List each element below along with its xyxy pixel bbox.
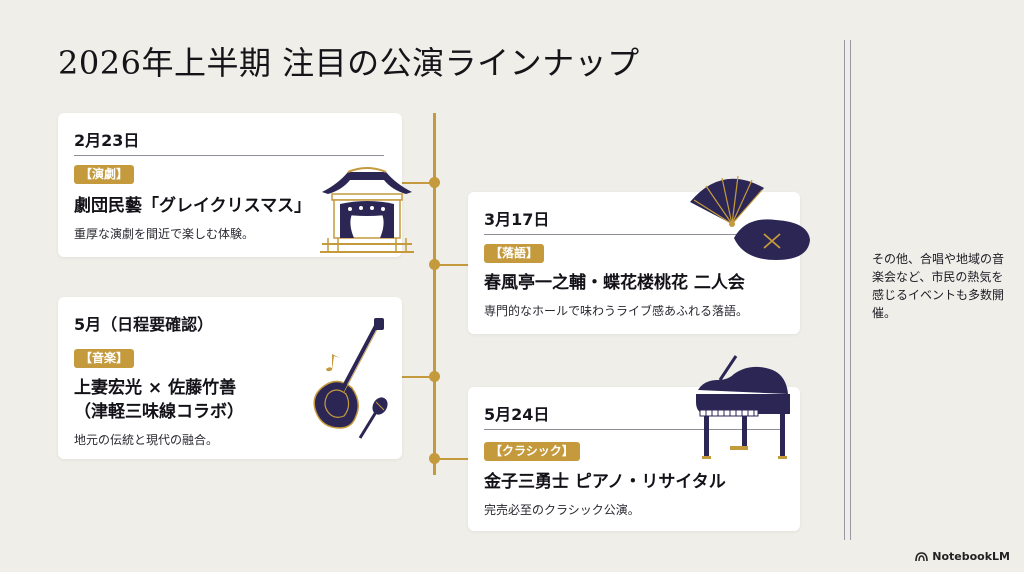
event-tag: 【クラシック】	[484, 442, 580, 461]
event-name-line-1: 上妻宏光 × 佐藤竹善	[74, 378, 237, 398]
notebooklm-logo-icon	[915, 552, 929, 562]
timeline-connector	[402, 182, 435, 184]
timeline-dot	[429, 453, 440, 464]
event-date: 5月（日程要確認）	[74, 315, 214, 334]
fan-cushion-icon	[690, 175, 810, 260]
timeline-spine	[433, 113, 436, 475]
event-tag: 【落語】	[484, 244, 545, 263]
event-date: 2月23日	[74, 131, 140, 150]
event-name: 春風亭一之輔・蝶花楼桃花 二人会	[484, 273, 745, 293]
date-rule	[484, 429, 784, 430]
brand-label: NotebookLM	[932, 550, 1010, 563]
timeline-dot	[429, 371, 440, 382]
event-name: 劇団民藝「グレイクリスマス」	[74, 196, 312, 216]
grand-piano-icon	[696, 355, 790, 459]
date-rule	[74, 155, 384, 156]
divider-line	[850, 40, 851, 540]
kabuki-theater-icon	[320, 167, 414, 253]
timeline-connector	[402, 376, 435, 378]
event-card-rakugo: 3月17日 【落語】 春風亭一之輔・蝶花楼桃花 二人会 専門的なホールで味わうラ…	[468, 192, 800, 334]
divider-line	[844, 40, 845, 540]
page-title: 2026年上半期 注目の公演ラインナップ	[58, 44, 640, 82]
timeline-connector	[435, 264, 468, 266]
event-name-line-2: （津軽三味線コラボ）	[74, 402, 244, 422]
event-desc: 地元の伝統と現代の融合。	[74, 433, 219, 447]
event-card-music: 5月（日程要確認） 【音楽】 上妻宏光 × 佐藤竹善 （津軽三味線コラボ） 地元…	[58, 297, 402, 459]
brand-mark: NotebookLM	[915, 550, 1010, 563]
event-desc: 完売必至のクラシック公演。	[484, 503, 640, 517]
timeline-connector	[435, 458, 468, 460]
date-rule	[484, 234, 784, 235]
timeline-dot	[429, 259, 440, 270]
event-desc: 重厚な演劇を間近で楽しむ体験。	[74, 227, 255, 241]
timeline-dot	[429, 177, 440, 188]
event-name: 金子三勇士 ピアノ・リサイタル	[484, 472, 726, 492]
event-date: 5月24日	[484, 405, 550, 424]
event-tag: 【音楽】	[74, 349, 135, 368]
side-note: その他、合唱や地域の音楽会など、市民の熱気を感じるイベントも多数開催。	[872, 252, 1005, 320]
event-date: 3月17日	[484, 210, 550, 229]
shamisen-microphone-icon	[313, 318, 388, 439]
event-tag: 【演劇】	[74, 165, 135, 184]
event-desc: 専門的なホールで味わうライブ感あふれる落語。	[484, 304, 749, 318]
